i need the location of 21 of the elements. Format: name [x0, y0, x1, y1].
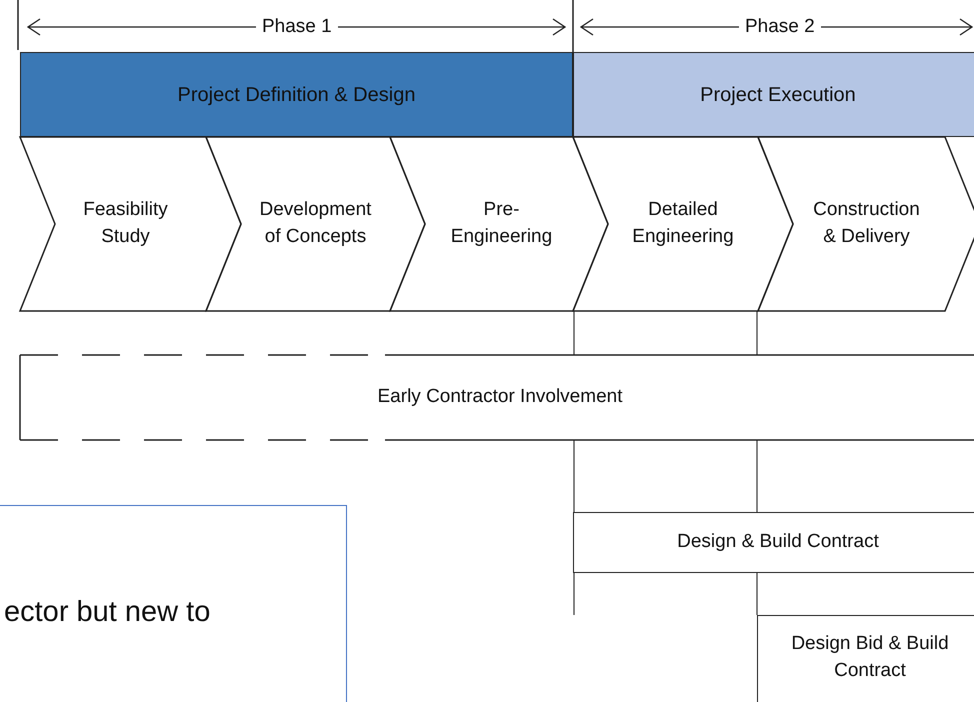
- process-box: [573, 512, 974, 573]
- step-label: Feasibility Study: [82, 198, 169, 249]
- connector-line: [756, 572, 758, 616]
- step-label: Design Bid & Build Contract: [790, 632, 950, 682]
- phase-band: [573, 52, 974, 137]
- process-band: [20, 355, 974, 440]
- step-label: Detailed Engineering: [631, 198, 735, 249]
- process-box: [757, 615, 974, 702]
- step-label: Project Definition & Design: [178, 82, 416, 108]
- step-label: Project Execution: [700, 82, 856, 108]
- step-label: Early Contractor Involvement: [378, 385, 622, 410]
- step-label: Development of Concepts: [258, 198, 372, 249]
- phase-band: [20, 52, 573, 137]
- connector-line: [756, 440, 758, 512]
- step-label: Pre-Engineering: [450, 198, 554, 249]
- step-label: Construction & Delivery: [812, 198, 921, 249]
- chevron-step: [758, 137, 974, 311]
- step-label: Design & Build Contract: [677, 530, 879, 554]
- text-box: [0, 505, 347, 702]
- step-label: ector but new to: [4, 595, 210, 630]
- connector-line: [756, 310, 758, 356]
